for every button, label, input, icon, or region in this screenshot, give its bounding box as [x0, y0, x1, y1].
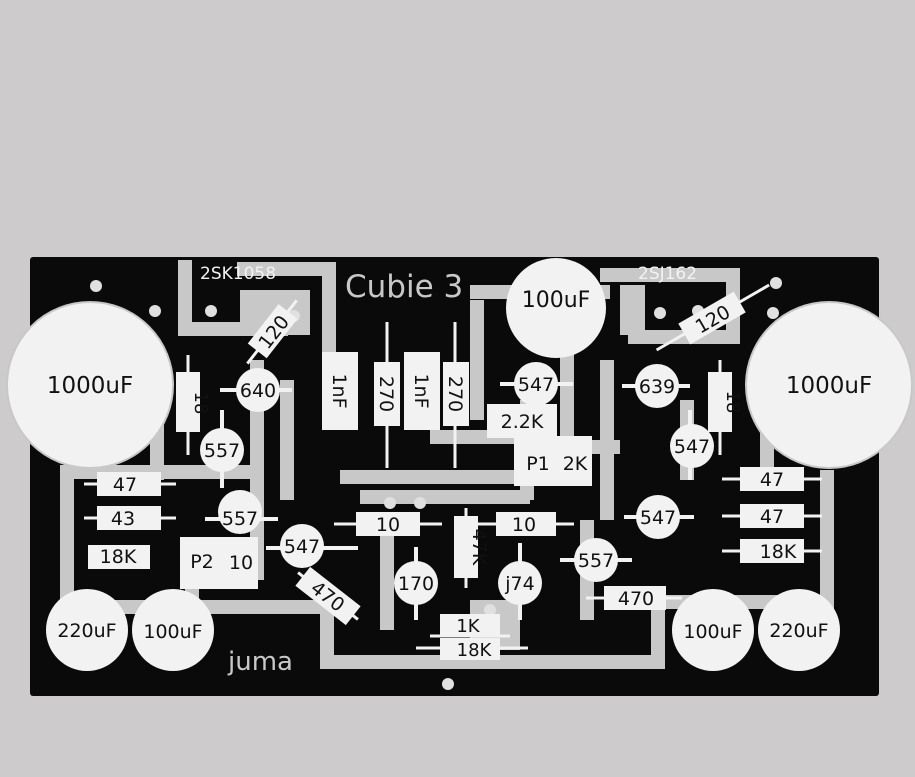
transistor-547-a: 547 [500, 362, 573, 406]
capacitor-220uf-right-label: 220uF [769, 620, 828, 642]
capacitor-100uf-right-label: 100uF [683, 621, 742, 643]
capacitor-1000uf-right: 1000uF [745, 301, 913, 469]
resistor-18-left-label: 18 [190, 392, 211, 415]
resistor-2k2: 2.2K [487, 404, 557, 438]
transistor-557-c: 557 [560, 538, 632, 582]
resistor-470-right: 470 [586, 586, 682, 610]
transistor-547-c: 547 [624, 495, 694, 539]
resistor-18-right: 18 [708, 360, 743, 455]
resistor-270-a-label: 270 [375, 376, 397, 412]
resistor-43-label: 43 [111, 508, 135, 530]
resistor-43: 43 [84, 506, 176, 530]
resistor-270-b-label: 270 [444, 376, 466, 412]
resistor-47-right-1-label: 47 [760, 469, 784, 491]
transistor-547-d: 547 [266, 524, 358, 568]
resistor-47k-label: 47K [468, 529, 490, 566]
resistor-270-b: 270 [443, 322, 469, 468]
transistor-right-label: 2SJ162 [638, 264, 697, 284]
capacitor-100uf-left: 100uF [132, 589, 214, 671]
capacitor-1nf-a: 1nF [322, 352, 358, 430]
capacitor-220uf-left: 220uF [46, 589, 128, 671]
capacitor-100uf-right: 100uF [672, 589, 754, 671]
transistor-547-b-label: 547 [674, 436, 710, 458]
resistor-10-b-label: 10 [512, 514, 536, 536]
transistor-left-label: 2SK1058 [200, 264, 276, 284]
transistor-557-c-label: 557 [578, 550, 614, 572]
resistor-18k-bottom-label: 18K [457, 640, 493, 661]
transistor-547-b: 547 [670, 410, 714, 480]
resistor-18k-right-label: 18K [760, 541, 797, 563]
resistor-18k-left-label: 18K [100, 546, 137, 568]
trimmer-p1-value: 2K [563, 453, 588, 475]
transistor-640: 640 [220, 368, 292, 412]
resistor-10-a: 10 [334, 512, 442, 536]
board-signature: juma [227, 647, 293, 677]
capacitor-100uf-left-label: 100uF [143, 621, 202, 643]
transistor-j74-label: j74 [504, 573, 534, 595]
capacitor-1nf-b: 1nF [404, 352, 440, 430]
resistor-18k-bottom: 18K [416, 638, 528, 661]
resistor-10-a-label: 10 [376, 514, 400, 536]
transistor-639-label: 639 [639, 376, 675, 398]
capacitor-100uf-top-label: 100uF [522, 288, 591, 313]
transistor-639: 639 [622, 364, 690, 408]
resistor-18-left: 18 [176, 355, 211, 455]
resistor-18k-left: 18K [88, 545, 150, 569]
resistor-47-left: 47 [84, 472, 176, 496]
resistor-47-left-label: 47 [113, 474, 137, 496]
resistor-18-right-label: 18 [722, 391, 743, 414]
resistor-2k2-label: 2.2K [501, 411, 544, 433]
trimmer-p2-label: P2 [190, 551, 214, 573]
trimmer-p1: P1 2K [514, 436, 592, 486]
capacitor-1nf-b-label: 1nF [410, 373, 432, 408]
resistor-120-right: 120 [655, 283, 770, 352]
capacitor-220uf-right: 220uF [758, 589, 840, 671]
resistor-1k: 1K [430, 614, 510, 638]
resistor-47k: 47K [454, 508, 490, 588]
resistor-47-right-2: 47 [722, 504, 822, 528]
resistor-1k-label: 1K [456, 616, 480, 637]
transistor-557-b: 557 [205, 490, 278, 534]
transistor-557-a: 557 [200, 410, 244, 488]
resistor-270-a: 270 [374, 322, 400, 468]
board-title: Cubie 3 [345, 269, 463, 305]
transistor-j74: j74 [498, 543, 542, 620]
capacitor-1000uf-right-label: 1000uF [786, 373, 872, 399]
transistor-547-d-label: 547 [284, 536, 320, 558]
transistor-557-a-label: 557 [204, 440, 240, 462]
resistor-10-b: 10 [476, 512, 574, 536]
capacitor-1000uf-left: 1000uF [6, 301, 174, 469]
capacitor-1nf-a-label: 1nF [328, 373, 350, 408]
trimmer-p1-label: P1 [526, 453, 550, 475]
transistor-170-label: 170 [398, 573, 434, 595]
resistor-47-right-2-label: 47 [760, 506, 784, 528]
resistor-47-right-1: 47 [722, 467, 822, 491]
transistor-170: 170 [394, 547, 438, 620]
trimmer-p2: P2 10 [180, 537, 258, 589]
capacitor-100uf-top: 100uF [506, 258, 606, 358]
capacitor-220uf-left-label: 220uF [57, 620, 116, 642]
transistor-547-a-label: 547 [518, 374, 554, 396]
resistor-18k-right: 18K [722, 539, 822, 563]
transistor-557-b-label: 557 [222, 508, 258, 530]
resistor-470-right-label: 470 [618, 588, 654, 610]
trimmer-p2-value: 10 [229, 552, 253, 574]
transistor-640-label: 640 [240, 380, 276, 402]
transistor-547-c-label: 547 [640, 507, 676, 529]
capacitor-1000uf-left-label: 1000uF [47, 373, 133, 399]
